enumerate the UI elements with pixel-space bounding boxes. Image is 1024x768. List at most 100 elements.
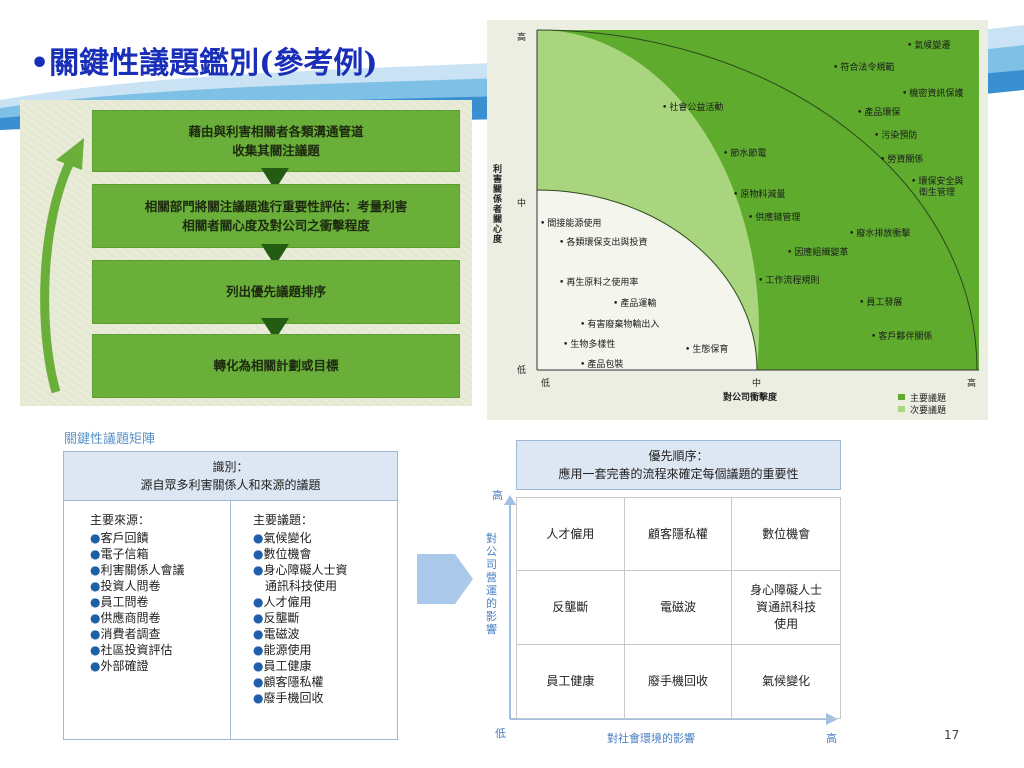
matrix-heading: 關鍵性議題矩陣 (64, 432, 156, 447)
process-step-2: 相關部門將關注議題進行重要性評估：考量利害 相關者關心度及對公司之衝擊程度 (92, 184, 460, 248)
bullet-icon: ● (90, 579, 101, 593)
priority-x-label: 對社會環境的影響 (607, 732, 695, 745)
list-item-text: 數位機會 (263, 547, 312, 561)
bullet-icon: ● (90, 627, 101, 641)
chart-item: 因應組織變革 (787, 245, 848, 258)
materiality-matrix-chart: 高 中 低 低 中 高 利害關係者關心度 對公司衝擊度 主要議題 次要議題 氣候… (487, 20, 988, 420)
bullet-icon: ● (90, 547, 101, 561)
list-item-text: 電磁波 (263, 627, 300, 641)
list-item: ●員工問卷 (90, 594, 185, 610)
issues-title: 主要議題： (253, 513, 314, 527)
issues-column: 主要議題： ●氣候變化●數位機會●身心障礙人士資通訊科技使用●人才僱用●反壟斷●… (253, 512, 348, 706)
list-item: ●廢手機回收 (253, 690, 348, 706)
x-tick-low: 低 (541, 379, 551, 389)
chart-item: 機密資訊保護 (902, 86, 963, 99)
chart-item: 符合法令規範 (833, 60, 894, 73)
priority-cell: 廢手機回收 (625, 644, 733, 718)
list-item-text: 身心障礙人士資 (263, 563, 348, 577)
sources-column: 主要來源： ●客戶回饋●電子信箱●利害關係人會議●投資人問卷●員工問卷●供應商問… (90, 512, 185, 674)
sources-list: ●客戶回饋●電子信箱●利害關係人會議●投資人問卷●員工問卷●供應商問卷●消費者調… (90, 530, 185, 674)
y-tick-low: 低 (517, 366, 527, 376)
list-item: ●顧客隱私權 (253, 674, 348, 690)
priority-cell: 反壟斷 (517, 571, 625, 645)
list-item: ●投資人問卷 (90, 578, 185, 594)
chart-item-continuation: 衛生管理 (919, 188, 956, 198)
x-tick-high: 高 (967, 379, 977, 389)
chart-item: 間接能源使用 (540, 216, 601, 229)
y-axis-high: 高 (492, 489, 503, 502)
bullet-icon: ● (253, 531, 264, 545)
page-number: 17 (944, 728, 960, 742)
bullet-icon: ● (253, 643, 264, 657)
chart-item: 污染預防 (874, 128, 917, 141)
column-divider (230, 500, 231, 739)
chart-item: 產品包裝 (580, 357, 623, 370)
list-item: ●員工健康 (253, 658, 348, 674)
list-item: ●電磁波 (253, 626, 348, 642)
issue-identification-process: 藉由與利害相關者各類溝通管道 收集其關注議題 相關部門將關注議題進行重要性評估：… (20, 100, 472, 406)
x-axis-title: 對公司衝擊度 (723, 393, 778, 403)
priority-cell: 員工健康 (517, 644, 625, 718)
priority-cell: 身心障礙人士 資通訊科技 使用 (732, 571, 840, 645)
list-item-text: 氣候變化 (263, 531, 312, 545)
list-item-text: 通訊科技使用 (265, 579, 338, 593)
chart-item: 再生原料之使用率 (559, 275, 638, 288)
legend-secondary: 次要議題 (910, 406, 947, 416)
list-item-text: 消費者調查 (100, 627, 161, 641)
list-item-text: 客戶回饋 (100, 531, 149, 545)
process-step-3-text: 列出優先議題排序 (225, 284, 326, 300)
bullet-icon: ● (90, 595, 101, 609)
bullet-icon: ● (90, 531, 101, 545)
sources-title: 主要來源： (90, 513, 151, 527)
list-item-text: 供應商問卷 (100, 611, 161, 625)
chart-item: 產品運輸 (613, 296, 656, 309)
list-item: ●反壟斷 (253, 610, 348, 626)
y-tick-mid: 中 (517, 199, 527, 209)
priority-cell: 氣候變化 (762, 673, 811, 688)
chart-item: 供應鏈管理 (748, 210, 800, 223)
bullet-icon: ● (90, 659, 101, 673)
list-item: ●供應商問卷 (90, 610, 185, 626)
bullet-icon: ● (253, 627, 264, 641)
chart-item: 生態保育 (685, 342, 728, 355)
chart-item: 各類環保支出與投資 (559, 235, 647, 248)
bullet-icon: ● (253, 611, 264, 625)
list-item-text: 員工問卷 (100, 595, 149, 609)
priority-subtitle: 應用一套完善的流程來確定每個議題的重要性 (558, 467, 799, 481)
process-step-1: 藉由與利害相關者各類溝通管道 收集其關注議題 (92, 110, 460, 172)
slide-title: •關鍵性議題鑑別(參考例) (30, 46, 378, 81)
list-item-text: 顧客隱私權 (263, 675, 324, 689)
list-item: ●數位機會 (253, 546, 348, 562)
priority-y-label: 對公司營運的影響 (486, 532, 497, 636)
y-tick-high: 高 (517, 33, 527, 43)
chart-item: 原物料減量 (733, 187, 785, 200)
chart-item: 廢水排放衝擊 (849, 226, 910, 239)
list-item-text: 員工健康 (263, 659, 312, 673)
identification-box: 識別： 源自眾多利害關係人和來源的議題 主要來源： ●客戶回饋●電子信箱●利害關… (63, 451, 398, 740)
process-step-1-text: 藉由與利害相關者各類溝通管道 收集其關注議題 (188, 123, 364, 158)
priority-cell: 人才僱用 (517, 498, 625, 572)
list-item-text: 人才僱用 (263, 595, 312, 609)
list-item: ●外部確證 (90, 658, 185, 674)
chart-item: 工作流程規則 (758, 273, 819, 286)
priority-cell: 顧客隱私權 (624, 498, 733, 572)
bullet-icon: ● (253, 547, 264, 561)
priority-cell: 電磁波 (624, 571, 733, 645)
list-item-text: 投資人問卷 (100, 579, 161, 593)
process-step-3: 列出優先議題排序 (92, 260, 460, 324)
list-item: ●身心障礙人士資 (253, 562, 348, 578)
identification-header: 識別： 源自眾多利害關係人和來源的議題 (64, 452, 397, 501)
list-item: 通訊科技使用 (253, 578, 348, 594)
chart-item: 節水節電 (723, 146, 766, 159)
chart-item: 客戶夥伴關係 (871, 329, 932, 342)
bullet-icon: ● (253, 691, 264, 705)
issues-list: ●氣候變化●數位機會●身心障礙人士資通訊科技使用●人才僱用●反壟斷●電磁波●能源… (253, 530, 348, 706)
list-item-text: 外部確證 (100, 659, 149, 673)
list-item: ●客戶回饋 (90, 530, 185, 546)
priority-cell: 數位機會 (732, 498, 840, 572)
list-item-text: 利害關係人會議 (100, 563, 185, 577)
bullet-icon: ● (90, 611, 101, 625)
legend-major: 主要議題 (910, 394, 947, 404)
identification-subtitle: 源自眾多利害關係人和來源的議題 (140, 478, 321, 492)
list-item-text: 電子信箱 (100, 547, 149, 561)
